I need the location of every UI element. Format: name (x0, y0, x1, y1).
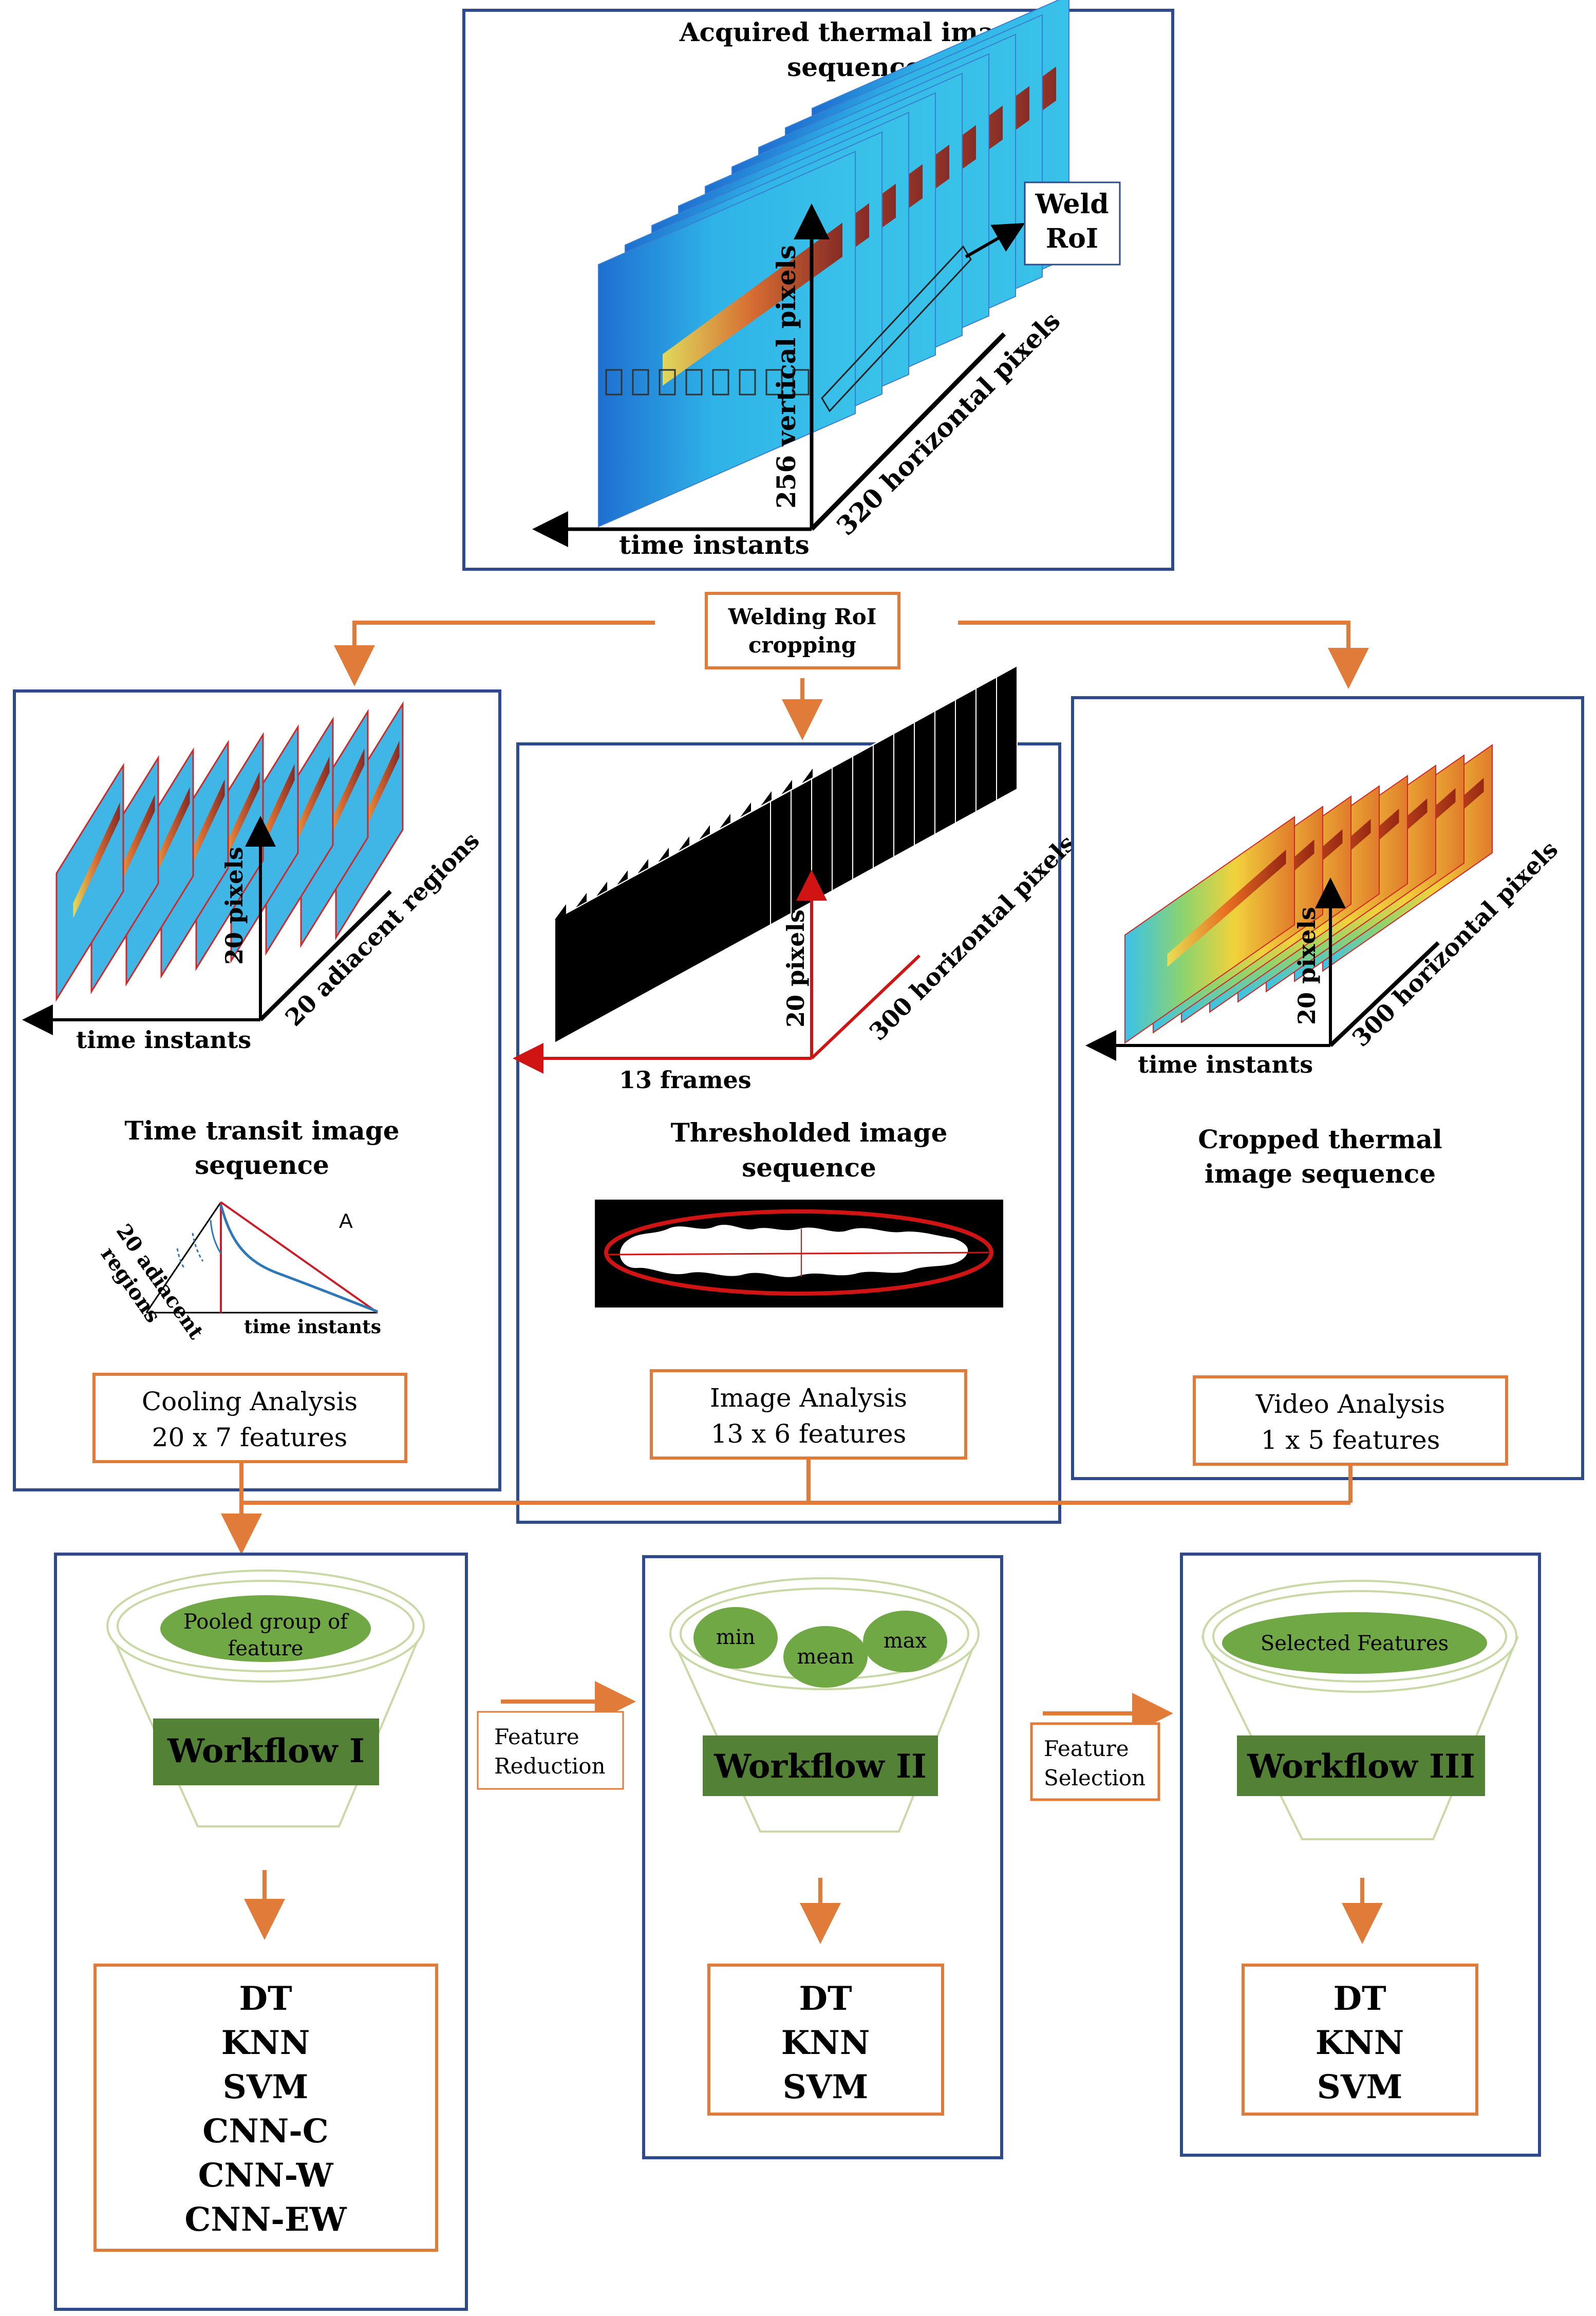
cooling-time-label: time instants (76, 1026, 251, 1054)
workflow-1-classifier-box (93, 1964, 438, 2252)
horizontal-axis-line (810, 332, 1006, 531)
video-analysis-line1: Video Analysis (1255, 1389, 1445, 1419)
image-analysis-line1: Image Analysis (710, 1383, 907, 1413)
video-title-line2: image sequence (1205, 1159, 1436, 1189)
image-analysis-line2: 13 x 6 features (711, 1419, 907, 1449)
classifier-label: SVM (783, 2068, 869, 2106)
video-horizontal-line (1329, 941, 1440, 1047)
weld-roi-outline (821, 245, 972, 413)
weld-roi-label-line2: RoI (1046, 223, 1098, 254)
classifier-label: CNN-W (198, 2156, 334, 2195)
cooling-regions-line (259, 890, 392, 1021)
weld-roi-label-line1: Weld (1035, 189, 1109, 220)
classifier-label: SVM (1317, 2068, 1403, 2106)
classifier-label: KNN (1316, 2024, 1404, 2062)
stack-frame (554, 800, 771, 1044)
workflow-2-max-ellipse (863, 1611, 947, 1672)
video-vertical-label: 20 pixels (1293, 907, 1321, 1025)
workflow-2-max-label: max (884, 1629, 927, 1653)
image-title-line1: Thresholded image (671, 1117, 948, 1148)
hot-band (663, 222, 842, 386)
workflow-1-label: Workflow I (167, 1732, 365, 1770)
plot-marker-label: A (339, 1210, 353, 1232)
workflow-3-funnel-line1: Selected Features (1261, 1632, 1449, 1655)
cooling-vertical-label: 20 pixels (220, 847, 248, 965)
thermal-frame-stack (598, 0, 1069, 528)
classifier-label: KNN (221, 2024, 310, 2062)
roi-marker (632, 369, 649, 396)
workflow-1-classifier-list: DT KNN SVM CNN-C CNN-W CNN-EW (184, 1979, 347, 2239)
video-time-label: time instants (1138, 1051, 1313, 1078)
workflow-2-label-box (703, 1735, 938, 1796)
roi-marker (685, 369, 703, 396)
cropping-step-box (705, 592, 900, 669)
threshold-frame-stack (554, 665, 1018, 1044)
workflow-2-classifier-box (707, 1964, 944, 2116)
video-analysis-line2: 1 x 5 features (1261, 1425, 1440, 1455)
workflow-3-feature-pool (1222, 1612, 1487, 1674)
cropping-step-line2: cropping (748, 632, 856, 658)
roi-marker (712, 369, 729, 396)
cropping-step-line1: Welding RoI (728, 604, 877, 629)
workflow-3-label: Workflow III (1247, 1747, 1475, 1786)
workflow-1-label-box (153, 1719, 379, 1785)
workflow-2-min-label: min (716, 1626, 755, 1649)
transit-frame-stack (55, 701, 404, 1002)
image-vertical-label: 20 pixels (782, 909, 810, 1028)
reduction-line2: Reduction (494, 1753, 606, 1779)
workflow-2-mean-ellipse (783, 1626, 868, 1688)
weld-roi-label-box (1024, 181, 1121, 266)
cropping-connectors (334, 621, 1369, 740)
cooling-analysis-line1: Cooling Analysis (142, 1387, 358, 1416)
image-frames-label: 13 frames (619, 1066, 752, 1094)
selection-line1: Feature (1044, 1736, 1129, 1761)
plot-xlabel: time instants (244, 1316, 381, 1338)
workflow-3-classifier-box (1242, 1964, 1478, 2116)
selection-box (1030, 1722, 1160, 1801)
vertical-axis-label: 256 vertical pixels (771, 245, 801, 509)
merge-connectors (221, 1458, 1353, 1555)
cooling-title-line1: Time transit image (124, 1115, 399, 1146)
reduction-line1: Feature (494, 1724, 579, 1749)
cooling-analysis-box (92, 1373, 407, 1463)
classifier-label: DT (799, 1979, 852, 2018)
roi-marker (659, 369, 676, 396)
classifier-label: DT (239, 1979, 292, 2018)
roi-marker (605, 369, 623, 396)
workflow-1-feature-pool (160, 1595, 371, 1662)
workflow-3-label-box (1237, 1735, 1485, 1796)
selection-line2: Selection (1044, 1765, 1146, 1790)
workflow-2-min-ellipse (693, 1607, 778, 1669)
hot-band (73, 802, 120, 919)
time-axis-label: time instants (619, 530, 810, 560)
classifier-label: KNN (781, 2024, 870, 2062)
classifier-label: CNN-EW (184, 2200, 347, 2239)
classifier-label: CNN-C (202, 2112, 328, 2151)
workflow-2-mean-label: mean (797, 1645, 854, 1669)
weld-roi-pointer (965, 223, 1025, 258)
image-horizontal-line (810, 954, 921, 1060)
image-analysis-box (650, 1369, 967, 1460)
video-title-line1: Cropped thermal (1198, 1124, 1442, 1154)
thresholded-weld-preview (595, 1200, 1003, 1308)
classifier-label: DT (1333, 1979, 1386, 2018)
frame-notch (555, 904, 566, 920)
cooling-title-line2: sequence (195, 1150, 329, 1180)
workflow-2-classifier-list: DT KNN SVM (781, 1979, 870, 2106)
classifier-label: SVM (223, 2068, 309, 2106)
hot-band (1167, 850, 1286, 967)
workflow-1-funnel-line1: Pooled group of (183, 1610, 349, 1634)
workflow-3-classifier-list: DT KNN SVM (1316, 1979, 1404, 2106)
video-analysis-box (1193, 1375, 1508, 1466)
image-title-line2: sequence (742, 1152, 876, 1183)
workflow-1-funnel-line2: feature (228, 1637, 304, 1660)
roi-marker (765, 369, 783, 396)
roi-marker (739, 369, 756, 396)
workflow-2-label: Workflow II (713, 1747, 927, 1786)
roi-marker (792, 369, 810, 396)
cooling-analysis-line2: 20 x 7 features (152, 1423, 348, 1452)
reduction-box (477, 1711, 624, 1790)
